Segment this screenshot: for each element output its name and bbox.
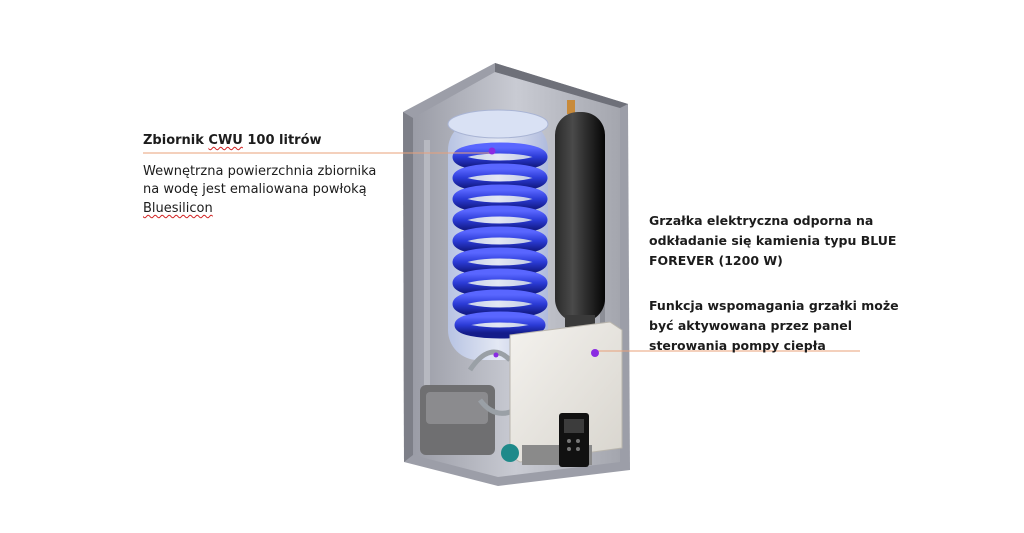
control-panel (559, 413, 589, 467)
assist-callout-line-2: być aktywowana przez panel (649, 318, 853, 333)
heating-coil (452, 142, 548, 356)
assist-callout-line-3: sterowania pompy ciepła (649, 338, 826, 353)
tank-callout-title-abbr: CWU (208, 133, 243, 148)
coil-bottom-marker (493, 352, 499, 358)
tank-callout-line-2: na wodę jest emaliowana powłoką (143, 182, 367, 197)
tank-callout-title: Zbiornik CWU 100 litrów (143, 133, 322, 148)
tank-marker (488, 147, 496, 155)
compressor (420, 349, 517, 455)
heater-callout-line-2: odkładanie się kamienia typu BLUE (649, 233, 897, 248)
expansion-vessel (555, 100, 605, 327)
assist-callout: Funkcja wspomagania grzałki może być akt… (649, 296, 899, 356)
tank-callout: Zbiornik CWU 100 litrów Wewnętrzna powie… (143, 133, 413, 218)
leader-lines (143, 152, 860, 352)
heater-marker (591, 349, 599, 357)
heater-callout: Grzałka elektryczna odporna na odkładani… (649, 211, 899, 271)
heater-callout-line-1: Grzałka elektryczna odporna na (649, 213, 874, 228)
tank-callout-line-1: Wewnętrzna powierzchnia zbiornika (143, 164, 377, 179)
heater-callout-line-3: FOREVER (1200 W) (649, 253, 783, 268)
assist-callout-line-1: Funkcja wspomagania grzałki może (649, 298, 899, 313)
tank-callout-line-3: Bluesilicon (143, 201, 213, 216)
